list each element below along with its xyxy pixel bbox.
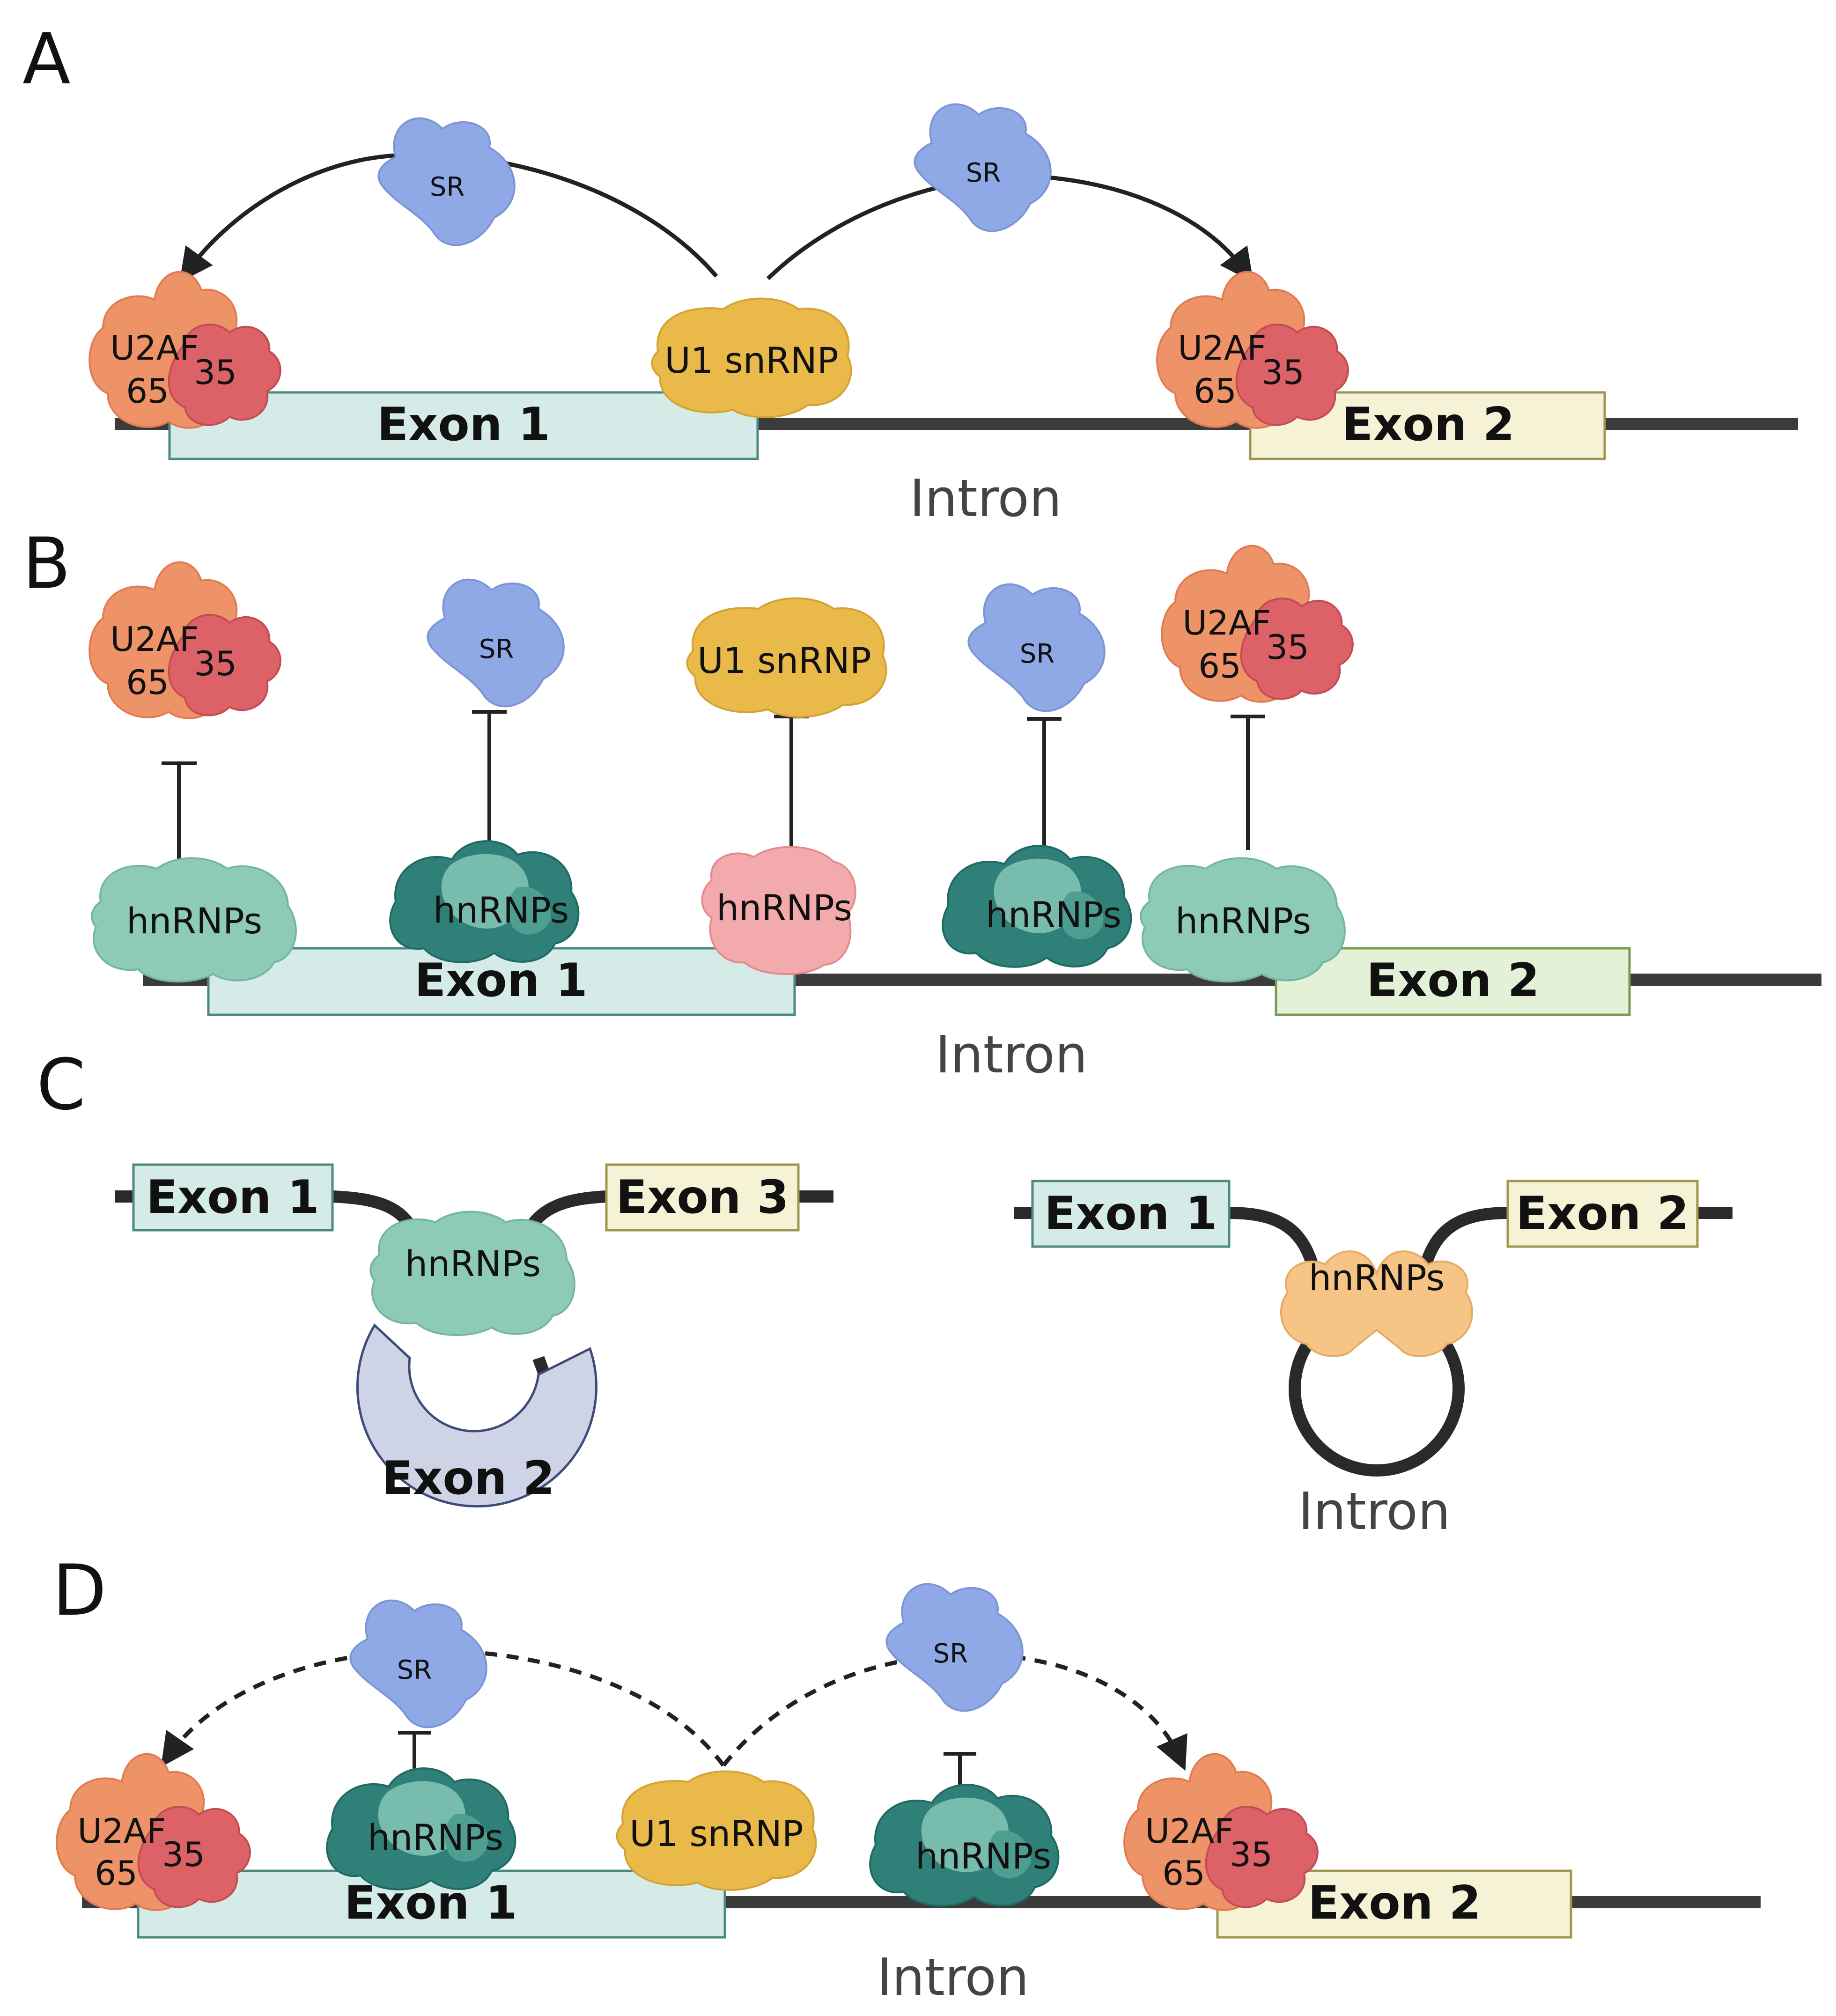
sr-label: SR bbox=[479, 634, 514, 665]
exon-1-label: Exon 1 bbox=[344, 1876, 517, 1930]
panel-letter-c: C bbox=[37, 1044, 86, 1126]
exon-2-label: Exon 2 bbox=[1342, 398, 1515, 451]
exon-2-label: Exon 2 bbox=[382, 1452, 555, 1505]
inhibition-lines bbox=[162, 710, 1265, 862]
exon-1-label: Exon 1 bbox=[146, 1171, 319, 1224]
hnrnp-label: hnRNPs bbox=[716, 887, 852, 929]
hnrnp-label: hnRNPs bbox=[1175, 900, 1311, 942]
sr-label-left: SR bbox=[397, 1655, 432, 1685]
u2af35-label-left: 35 bbox=[194, 353, 237, 392]
u2af35-label-left: 35 bbox=[162, 1835, 205, 1874]
exon-1-label: Exon 1 bbox=[414, 954, 588, 1007]
hnrnp-label: hnRNPs bbox=[1309, 1257, 1445, 1299]
exon-1-label: Exon 1 bbox=[1044, 1187, 1217, 1241]
hnrnp-label: hnRNPs bbox=[405, 1243, 541, 1285]
u2af35-label-right: 35 bbox=[1261, 353, 1305, 392]
u2af-label: U2AF bbox=[110, 620, 199, 659]
sr-label: SR bbox=[1020, 639, 1054, 669]
u2af35-label: 35 bbox=[1266, 628, 1309, 667]
hnrnp-label: hnRNPs bbox=[126, 900, 262, 942]
u1-snrnp-label: U1 snRNP bbox=[697, 640, 871, 681]
exon-2-label: Exon 2 bbox=[1308, 1876, 1481, 1930]
exon-3-box bbox=[605, 1163, 800, 1232]
u2af65-label: 65 bbox=[1198, 646, 1241, 686]
u2af65-label: 65 bbox=[126, 663, 169, 702]
hnrnp-label: hnRNPs bbox=[433, 889, 569, 931]
exon-2-label: Exon 2 bbox=[1516, 1187, 1689, 1241]
u2af65-label-left: 65 bbox=[95, 1854, 138, 1893]
u2af65-label-right: 65 bbox=[1162, 1854, 1205, 1893]
u1-snrnp-label: U1 snRNP bbox=[629, 1813, 803, 1854]
u2af-label-right: U2AF bbox=[1178, 328, 1266, 368]
intron-label: Intron bbox=[1298, 1481, 1450, 1541]
intron-label: Intron bbox=[909, 468, 1062, 528]
exon-2-box bbox=[1506, 1180, 1699, 1248]
panel-d: D Exon 1 Exon 2 Intron SR SR hnRNPs hnRN… bbox=[52, 1550, 1761, 2007]
sr-label-right: SR bbox=[933, 1639, 968, 1669]
u2af-label-right: U2AF bbox=[1145, 1811, 1233, 1851]
exon-1-box bbox=[168, 391, 759, 460]
intron-loop bbox=[1014, 1207, 1733, 1477]
hnrnp-label: hnRNPs bbox=[986, 894, 1121, 936]
dashed-arrow-to-exon2 bbox=[722, 1652, 1187, 1771]
u1-snrnp-label: U1 snRNP bbox=[664, 340, 838, 381]
exon-2-label: Exon 2 bbox=[1366, 954, 1540, 1007]
sr-label-left: SR bbox=[430, 172, 465, 202]
hnrnp-pink bbox=[701, 846, 856, 975]
exon-skipping-loop bbox=[115, 1190, 833, 1508]
exon-1-label: Exon 1 bbox=[377, 398, 550, 451]
panel-letter-a: A bbox=[22, 19, 71, 100]
u2af-label: U2AF bbox=[1182, 603, 1271, 642]
intron-label: Intron bbox=[877, 1947, 1029, 2007]
panel-letter-d: D bbox=[52, 1550, 107, 1632]
panel-letter-b: B bbox=[22, 523, 71, 605]
u2af65-label-left: 65 bbox=[126, 371, 169, 411]
u2af65-label-right: 65 bbox=[1194, 371, 1237, 411]
exon-3-label: Exon 3 bbox=[616, 1171, 789, 1224]
sr-label-right: SR bbox=[966, 158, 1001, 188]
panel-b: B Exon 1 Exon 2 Intron U2AF 65 35 SR U1 … bbox=[22, 523, 1821, 1085]
exon-2-box bbox=[1275, 947, 1631, 1016]
u2af-label-left: U2AF bbox=[77, 1811, 166, 1851]
exon-1-box bbox=[132, 1163, 334, 1232]
intron-label: Intron bbox=[935, 1025, 1087, 1085]
u2af35-label: 35 bbox=[194, 644, 237, 683]
u2af35-label-right: 35 bbox=[1230, 1835, 1273, 1874]
u2af-label-left: U2AF bbox=[110, 328, 199, 368]
exon-1-box bbox=[1031, 1180, 1231, 1248]
hnrnp-label: hnRNPs bbox=[368, 1817, 503, 1858]
hnrnp-label: hnRNPs bbox=[915, 1835, 1051, 1877]
panel-c: C Exon 1 Exon 3 hnRNPs Exon 2 Exon bbox=[37, 1044, 1733, 1541]
panel-a: A Exon 1 Exon 2 Intron SR SR U1 snRNP U2… bbox=[22, 19, 1798, 528]
